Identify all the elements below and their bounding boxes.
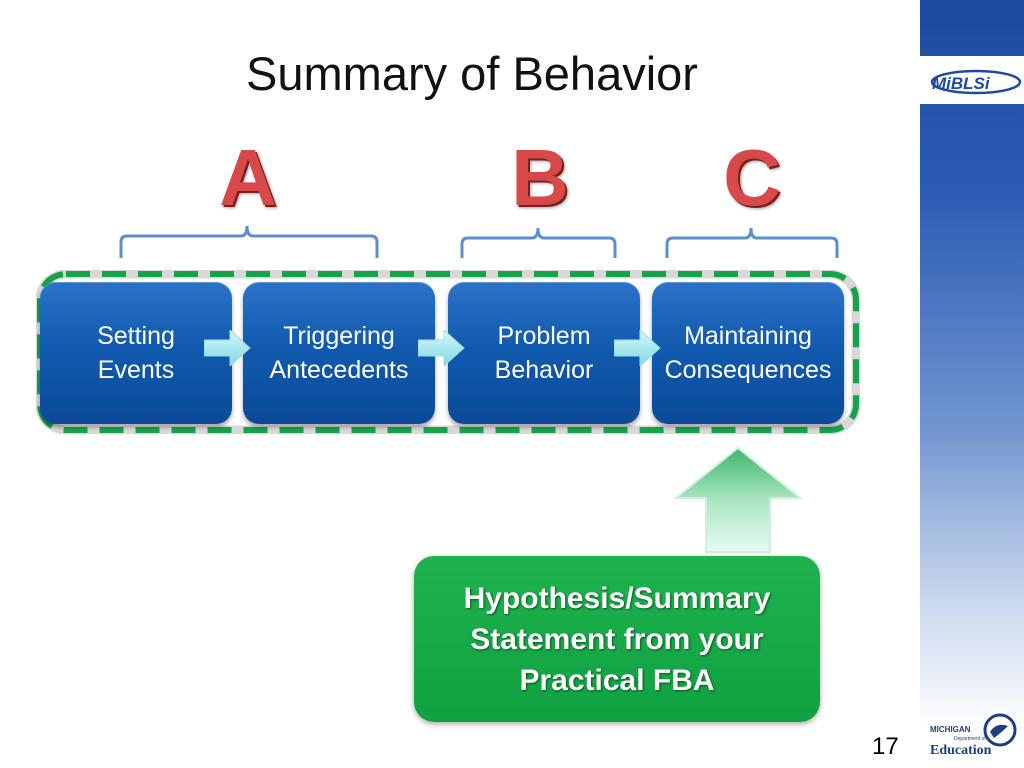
problem-behavior-box: Problem Behavior <box>448 282 640 424</box>
setting-events-label: Setting Events <box>97 322 175 384</box>
arrow-right-icon <box>614 330 661 366</box>
mde-logo-top-text: MICHIGAN <box>930 725 971 734</box>
arrow-right-icon <box>418 330 465 366</box>
letter-c: C <box>723 133 781 222</box>
slide-number: 17 <box>872 733 899 760</box>
michigan-education-logo: MICHIGAN Department of Education <box>930 713 1017 758</box>
maintaining-consequences-label: Maintaining Consequences <box>664 322 832 384</box>
arrow-right-icon <box>204 330 251 366</box>
sidebar-decoration <box>920 0 1024 768</box>
mibls-logo-text: MiBLSi <box>932 74 991 93</box>
mde-logo-bottom-text: Education <box>930 743 992 758</box>
letter-a: A <box>219 133 277 222</box>
mibls-logo: MiBLSi <box>930 69 1022 95</box>
problem-behavior-label: Problem Behavior <box>494 322 594 384</box>
letter-b: B <box>511 133 569 222</box>
mde-logo-mid-text: Department of <box>954 736 986 742</box>
maintaining-consequences-box: Maintaining Consequences <box>652 282 844 424</box>
logo-band <box>920 56 1024 104</box>
setting-events-box: Setting Events <box>40 282 232 424</box>
triggering-antecedents-box: Triggering Antecedents <box>243 282 435 424</box>
page-title: Summary of Behavior <box>246 47 698 100</box>
triggering-antecedents-label: Triggering Antecedents <box>269 322 409 384</box>
brace-a <box>119 225 379 258</box>
hypothesis-statement-box: Hypothesis/Summary Statement from your P… <box>414 556 820 722</box>
brace-layer <box>119 225 839 258</box>
arrow-up-icon <box>673 446 803 553</box>
brace-b <box>460 227 617 258</box>
brace-c <box>665 227 839 258</box>
hypothesis-statement-text: Hypothesis/Summary Statement from your P… <box>463 581 771 697</box>
